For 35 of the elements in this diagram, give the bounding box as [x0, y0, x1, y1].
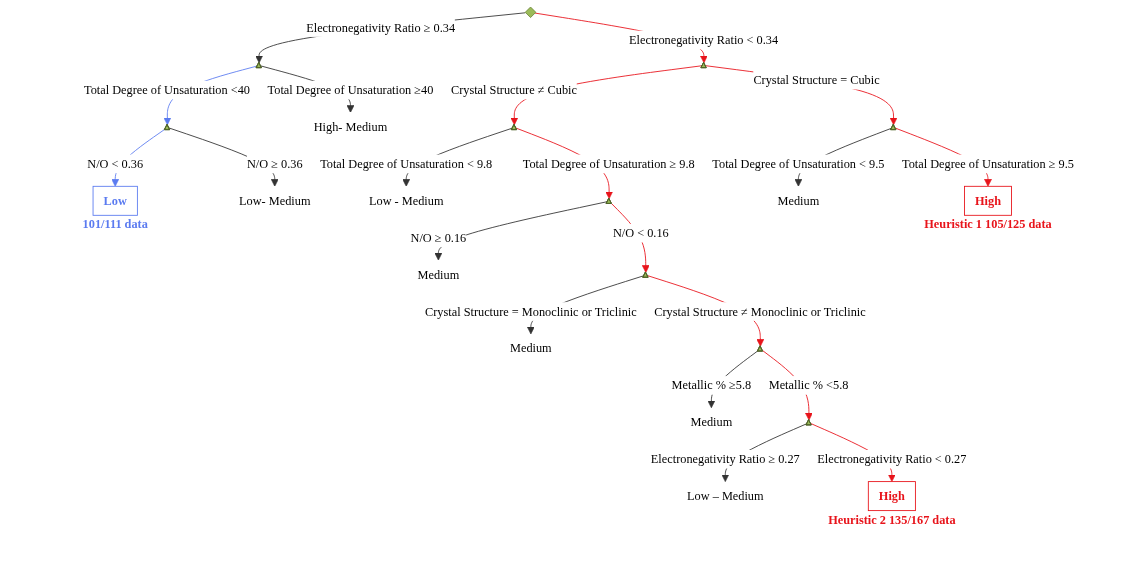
edge-label: Electronegativity Ratio < 0.27	[817, 452, 967, 466]
edge-label: Total Degree of Unsaturation < 9.5	[712, 157, 885, 171]
node-text: High- Medium	[313, 120, 388, 134]
node-text: Medium	[690, 415, 733, 429]
edge-label: N/O ≥ 0.16	[410, 231, 467, 245]
edge-label: Crystal Structure = Monoclinic or Triclinic	[425, 304, 637, 319]
edge-label: Crystal Structure ≠ Monoclinic or Triclinic	[654, 304, 866, 319]
node-label: 101/111 data	[82, 217, 148, 232]
node-label: Heuristic 1 105/125 data	[924, 217, 1052, 232]
edge-label: Total Degree of Unsaturation ≥40	[267, 83, 434, 97]
edge-label: N/O < 0.36	[87, 157, 144, 171]
node-text: Low- Medium	[239, 194, 311, 208]
node-box: High	[964, 185, 1012, 216]
edge-label: Electronegativity Ratio ≥ 0.34	[306, 20, 456, 35]
edge-label: Total Degree of Unsaturation ≥ 9.5	[902, 157, 1074, 171]
edge-label: Metallic % <5.8	[768, 378, 849, 392]
edge-label: Crystal Structure = Cubic	[753, 73, 880, 87]
edge-label: N/O < 0.16	[612, 226, 669, 240]
edge-label: Metallic % ≥5.8	[671, 378, 752, 392]
edge-label: Electronegativity Ratio < 0.34	[629, 33, 779, 47]
node-text: Medium	[777, 194, 820, 208]
node-label: Heuristic 2 135/167 data	[828, 513, 956, 527]
edge-label: Total Degree of Unsaturation ≥ 9.8	[522, 157, 695, 171]
edge-label: Total Degree of Unsaturation <40	[84, 83, 250, 97]
node-box: High	[867, 481, 916, 512]
edge-label: N/O ≥ 0.36	[246, 157, 303, 171]
edge-label: Total Degree of Unsaturation < 9.8	[320, 157, 493, 171]
node-text: Medium	[417, 268, 460, 282]
edge-label: Crystal Structure ≠ Cubic	[450, 83, 577, 97]
node-text: Medium	[510, 341, 552, 356]
edge-label: Electronegativity Ratio ≥ 0.27	[650, 452, 800, 466]
node-text: Low – Medium	[687, 489, 764, 503]
node-diamond	[524, 6, 537, 18]
node-text: Low - Medium	[368, 194, 444, 208]
node-box: Low	[92, 185, 138, 216]
